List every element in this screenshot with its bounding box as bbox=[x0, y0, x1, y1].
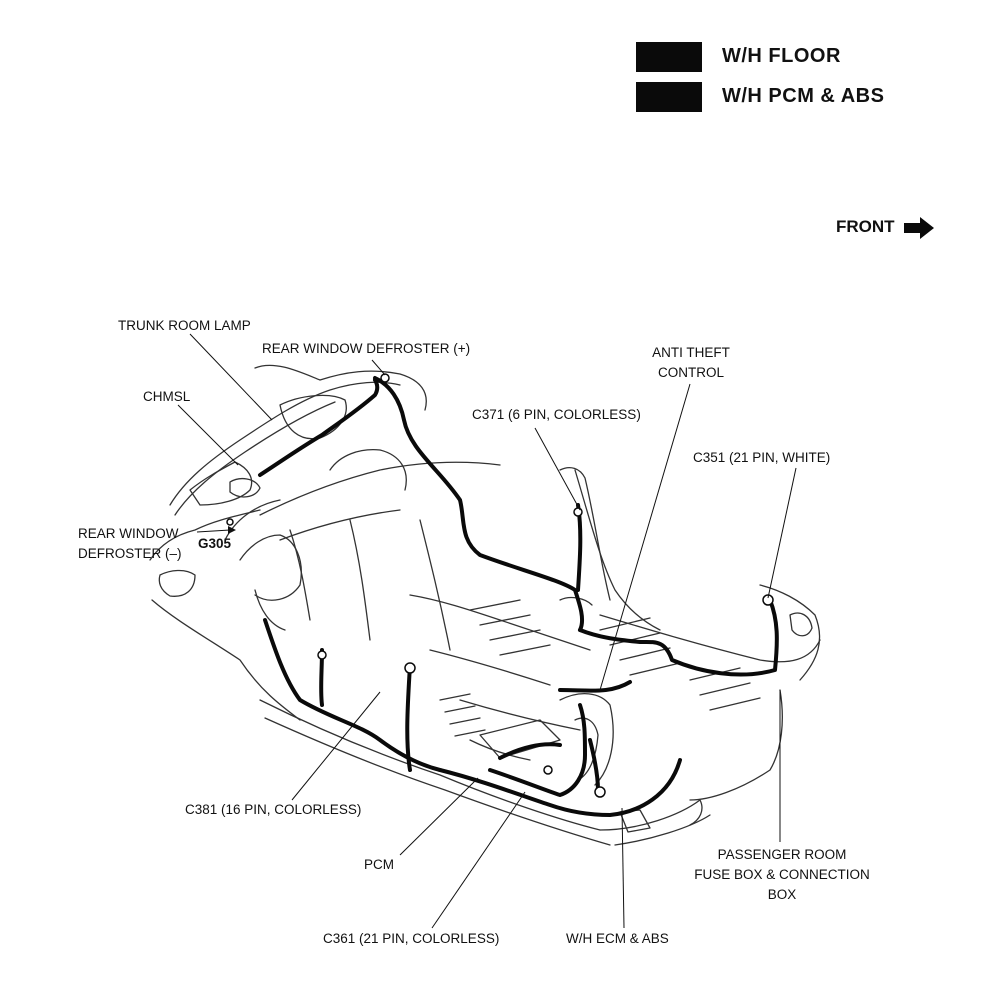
callout-chmsl: CHMSL bbox=[143, 389, 191, 404]
front-label: FRONT bbox=[836, 217, 895, 236]
callout-rear-window-defroster-plus: REAR WINDOW DEFROSTER (+) bbox=[262, 341, 471, 356]
callout-g305: G305 bbox=[198, 536, 232, 551]
callout-defroster-minus-line-1: REAR WINDOW bbox=[78, 526, 179, 541]
callout-anti-theft-control: ANTI THEFT CONTROL bbox=[636, 343, 746, 383]
legend-swatch-floor bbox=[636, 42, 702, 72]
legend-label-floor: W/H FLOOR bbox=[722, 45, 841, 67]
callout-c361: C361 (21 PIN, COLORLESS) bbox=[323, 931, 500, 946]
callout-trunk-room-lamp: TRUNK ROOM LAMP bbox=[118, 318, 251, 333]
callout-c381: C381 (16 PIN, COLORLESS) bbox=[185, 802, 362, 817]
callout-c371: C371 (6 PIN, COLORLESS) bbox=[472, 407, 641, 422]
front-arrow-icon bbox=[904, 217, 934, 239]
callout-defroster-minus-line-2: DEFROSTER (–) bbox=[78, 546, 182, 561]
callout-fuse-box-line-3: BOX bbox=[767, 887, 797, 902]
callout-pcm: PCM bbox=[364, 857, 394, 872]
callout-fuse-box-line-2: FUSE BOX & CONNECTION bbox=[694, 867, 870, 882]
callout-c351: C351 (21 PIN, WHITE) bbox=[693, 450, 831, 465]
callout-fuse-box-line-1: PASSENGER ROOM bbox=[717, 847, 847, 862]
callout-anti-theft-line-2: CONTROL bbox=[657, 365, 724, 380]
callout-anti-theft-line-1: ANTI THEFT bbox=[652, 345, 730, 360]
callout-passenger-room-fuse-box: PASSENGER ROOM FUSE BOX & CONNECTION BOX bbox=[682, 845, 882, 905]
callout-wh-ecm-abs: W/H ECM & ABS bbox=[566, 931, 669, 946]
legend-swatch-pcm-abs bbox=[636, 82, 702, 112]
legend-label-pcm-abs: W/H PCM & ABS bbox=[722, 85, 885, 107]
callout-rear-window-defroster-minus: REAR WINDOW DEFROSTER (–) bbox=[78, 524, 182, 564]
